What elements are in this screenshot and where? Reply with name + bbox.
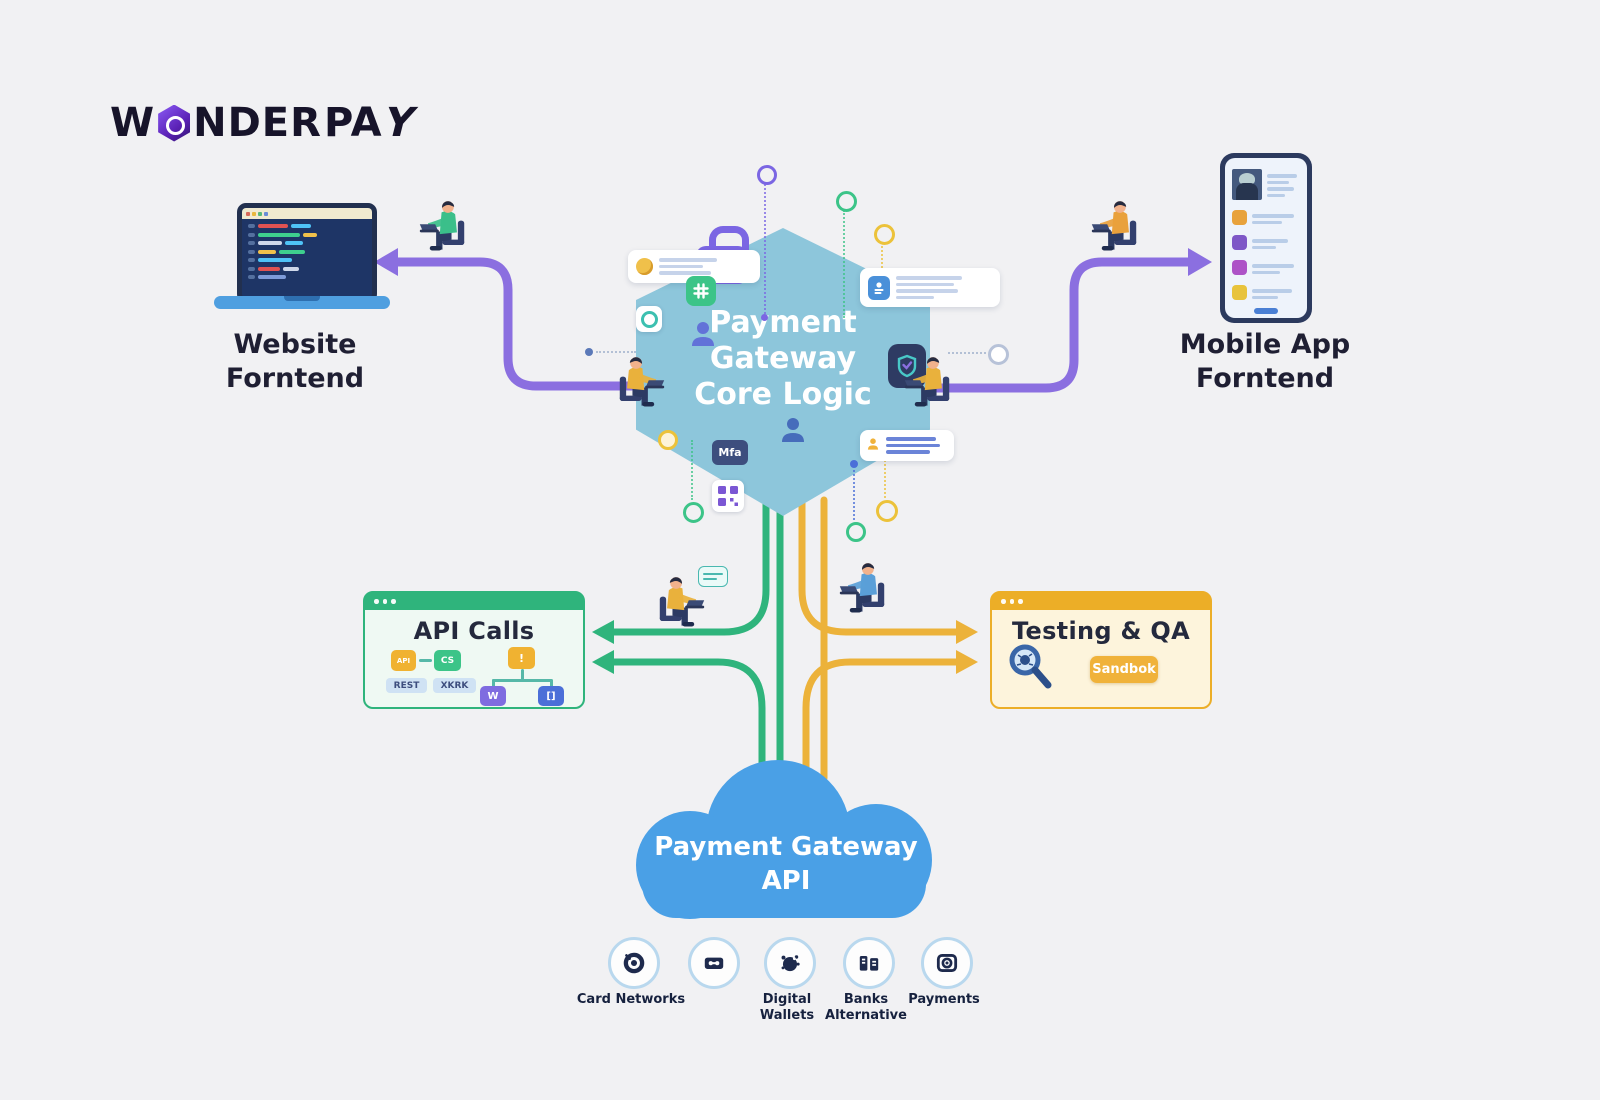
window-header [365, 593, 583, 610]
testing-qa-window: Testing & QA Sandbok [990, 591, 1212, 709]
logo-text-w: W [110, 100, 156, 146]
api-calls-window: API Calls API CS REST XKRK ! W [] [363, 591, 585, 709]
core-title-line1: Payment [709, 305, 857, 340]
circuit-ring-yellow [874, 224, 895, 245]
code-chip: [] [538, 686, 564, 706]
laptop-illustration [237, 203, 377, 303]
node-icon-teal [636, 306, 662, 332]
wonderpay-logo: W NDER PA Y [110, 100, 420, 146]
digital-wallets-icon [781, 955, 800, 972]
provider-circle-banks [843, 937, 895, 989]
cs-chip: CS [434, 650, 461, 671]
rest-pill: REST [386, 678, 427, 693]
card-networks-icon [623, 952, 645, 974]
circuit-ring-white [988, 344, 1009, 365]
user-card-bottom-right [860, 430, 954, 461]
provider-circle-card [688, 937, 740, 989]
circuit-ring-purple [757, 165, 777, 185]
card-link-icon [704, 957, 724, 969]
grid-icon [686, 276, 716, 306]
provider-label: Card Networks [576, 992, 686, 1007]
cloud-shape [636, 760, 932, 919]
cloud-api-label: Payment Gateway API [654, 832, 918, 896]
website-frontend-label: Website Forntend [225, 329, 365, 394]
person-right-of-core [904, 357, 950, 407]
speech-bubble [698, 566, 728, 587]
laptop-base [214, 296, 390, 309]
api-chip: API [391, 650, 416, 671]
testing-qa-title: Testing & QA [1012, 617, 1190, 645]
user-icon-yellow [866, 436, 880, 455]
format-pill: XKRK [433, 678, 476, 693]
sandbox-badge: Sandbok [1090, 656, 1158, 683]
coin-icon [658, 430, 678, 450]
emoji-icon [636, 257, 653, 275]
api-calls-title: API Calls [413, 617, 535, 645]
provider-label: Payments [908, 992, 980, 1007]
core-title-line2: Gateway [709, 341, 857, 376]
provider-circle-card-networks [608, 937, 660, 989]
person-left-of-core [619, 357, 665, 407]
provider-circle-payments [921, 937, 973, 989]
core-title-line3: Core Logic [694, 377, 872, 412]
logo-text-pa: PA [323, 100, 383, 146]
banks-icon [859, 955, 879, 971]
person-green-shirt [419, 201, 465, 251]
mobile-frontend-label: Mobile App Forntend [1179, 329, 1351, 394]
warning-chip: ! [508, 647, 535, 669]
user-bust-icon [692, 322, 714, 346]
doc-icon [868, 275, 890, 300]
phone-illustration [1220, 153, 1312, 323]
laptop-code-lines [242, 219, 372, 284]
mfa-badge: Mfa [712, 440, 748, 465]
profile-photo [1232, 169, 1262, 200]
phone-home-button [1254, 308, 1278, 314]
provider-circle-digital-wallets [764, 937, 816, 989]
circuit-ring-green [836, 191, 857, 212]
notification-card-top-left [628, 250, 760, 283]
window-header [992, 593, 1210, 610]
laptop-browser-bar [242, 208, 372, 219]
payments-icon [936, 954, 958, 972]
bug-magnifier-icon [1004, 641, 1056, 697]
person-near-qa-box [839, 563, 885, 613]
user-bust-icon-bottom [782, 418, 804, 442]
logo-text-nder: NDER [193, 100, 322, 146]
qr-code-icon [712, 480, 744, 512]
w-chip: W [480, 686, 506, 706]
person-orange-shirt [1091, 201, 1137, 251]
notification-card-top-right [860, 268, 1000, 307]
